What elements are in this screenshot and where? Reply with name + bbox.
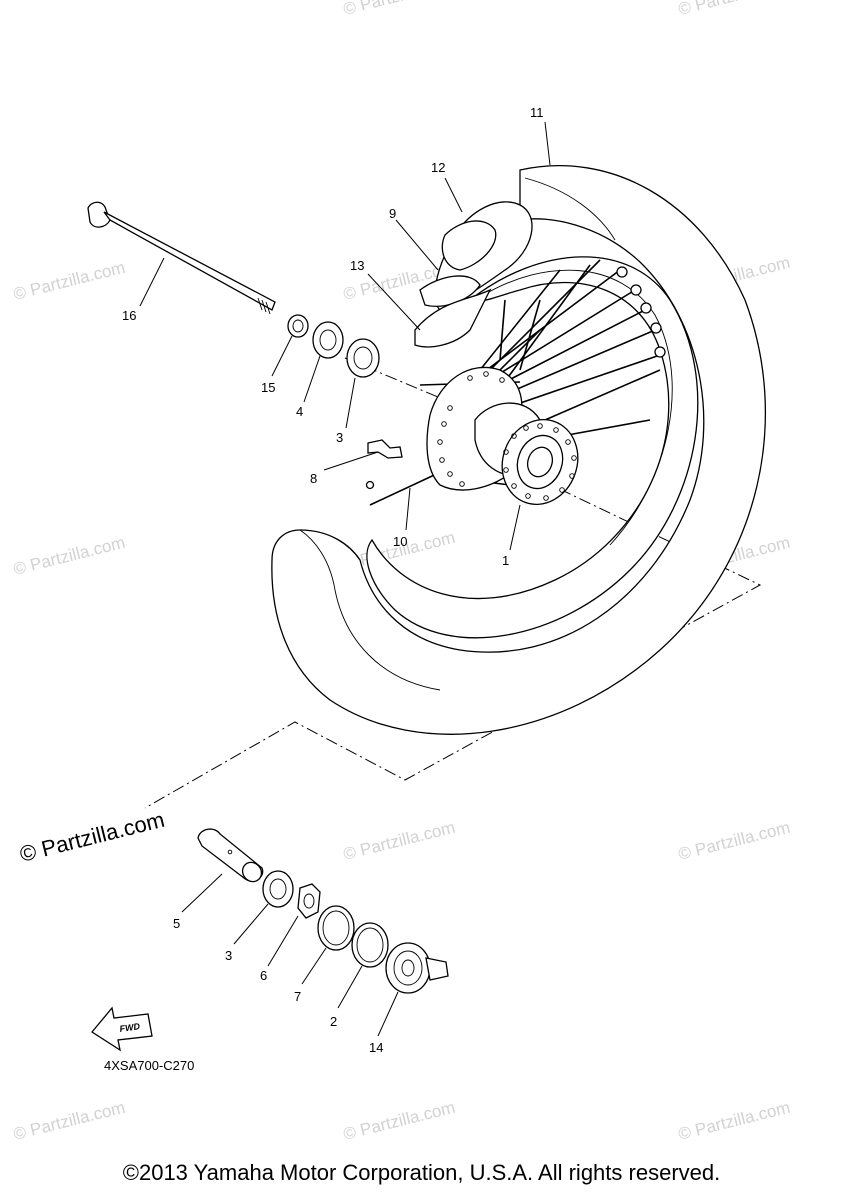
rim [366,256,699,639]
callout-1: 1 [502,553,509,568]
watermark: © Partzilla.com [676,1098,792,1144]
callout-4: 4 [296,404,303,419]
retainer-6 [297,883,321,919]
valve [365,439,403,490]
tire [271,165,766,735]
collar [287,314,309,338]
speedometer-gear-14 [385,942,449,994]
callout-16: 16 [122,308,136,323]
hub-bolt-holes [503,423,577,501]
leader-lines [139,121,551,1037]
watermark: © Partzilla.com [676,0,792,19]
callout-2: 2 [330,1014,337,1029]
watermark: © Partzilla.com [341,818,457,864]
watermark: © Partzilla.com [341,0,457,19]
left-flange-holes [437,371,505,487]
fwd-arrow: FWD [91,1006,153,1052]
callout-labels: 1 2 3 3 4 5 6 7 8 9 10 11 12 13 14 15 16 [122,105,544,1055]
spoke-nipples [616,266,666,358]
watermark-main: © Partzilla.com [17,807,167,867]
callout-3: 3 [336,430,343,445]
hub [426,366,579,505]
callout-9: 9 [389,206,396,221]
oil-seal-7 [317,905,355,951]
callout-3: 3 [225,948,232,963]
watermark: © Partzilla.com [11,533,127,579]
watermark: © Partzilla.com [11,258,127,304]
rim-band-and-tube [414,201,533,348]
watermark: © Partzilla.com [11,1098,127,1144]
axle [87,201,276,315]
callout-5: 5 [173,916,180,931]
bearing-4 [312,321,344,359]
bearing-3-upper [346,338,380,378]
diagram-code: 4XSA700-C270 [104,1058,194,1073]
callout-14: 14 [369,1040,383,1055]
callout-13: 13 [350,258,364,273]
copyright-notice: ©2013 Yamaha Motor Corporation, U.S.A. A… [122,1160,721,1185]
callout-15: 15 [261,380,275,395]
fwd-label: FWD [119,1021,141,1034]
callout-10: 10 [393,534,407,549]
oil-seal-2 [351,922,389,968]
callout-7: 7 [294,989,301,1004]
callout-11: 11 [530,105,544,120]
callout-8: 8 [310,471,317,486]
watermark: © Partzilla.com [341,1098,457,1144]
callout-12: 12 [431,160,445,175]
callout-6: 6 [260,968,267,983]
spacer-5 [197,828,264,883]
watermark: © Partzilla.com [676,818,792,864]
bearing-3-lower [262,870,294,908]
